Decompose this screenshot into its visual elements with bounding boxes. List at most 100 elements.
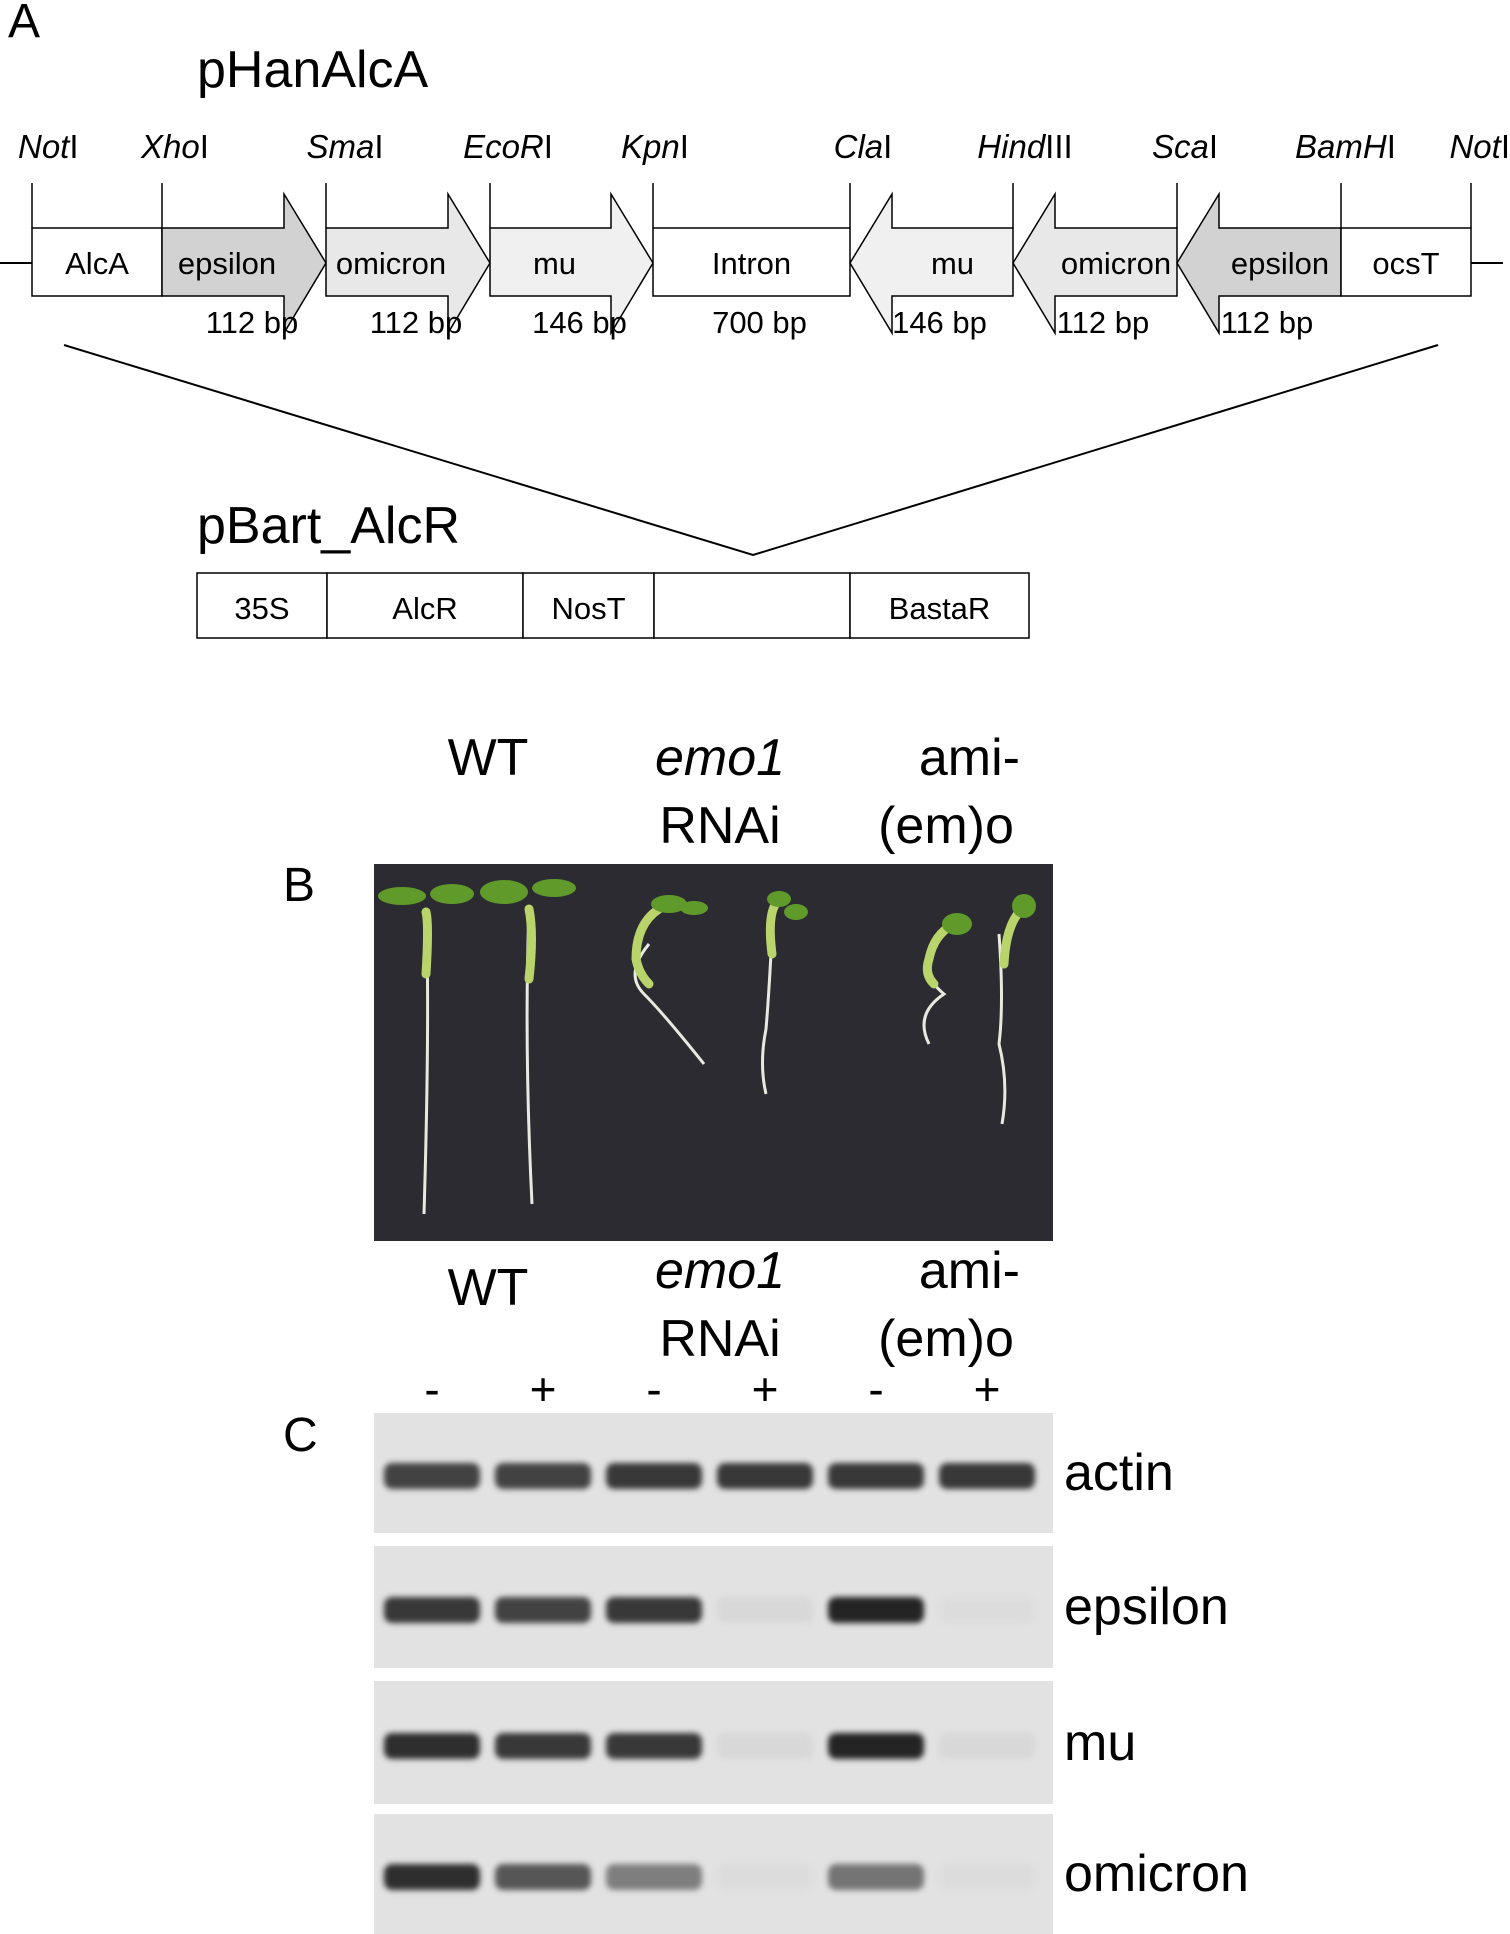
construct-map: AlcA epsilon 112 bp omicron 112 bp mu 146 bp In…: [0, 183, 1503, 639]
segment-size: 146 bp: [532, 305, 627, 340]
gel-band: [384, 1732, 480, 1759]
treatment-sign: -: [646, 1363, 662, 1415]
root: [633, 943, 706, 1065]
segment-label: epsilon: [1231, 246, 1329, 281]
treatment-sign: +: [973, 1363, 1001, 1415]
gel-band: [384, 1597, 480, 1623]
cotyledon: [378, 887, 426, 905]
segment-label: AlcA: [65, 246, 129, 281]
gel-band: [606, 1597, 702, 1623]
enzyme-numeral: I: [1386, 128, 1396, 165]
enzyme-site: NotI: [1410, 128, 1510, 166]
vector-segment-label: 35S: [234, 591, 289, 626]
hypocotyl: [631, 904, 664, 989]
gel-mu: [374, 1681, 1053, 1804]
enzyme-site: SmaI: [295, 128, 395, 166]
gel-label-omicron: omicron: [1064, 1845, 1249, 1903]
enzyme-site: HindIII: [975, 128, 1075, 166]
enzyme-numeral: I: [1208, 128, 1219, 165]
enzyme-numeral: I: [883, 128, 893, 165]
treatment-sign: +: [529, 1363, 557, 1415]
enzyme-site: KpnI: [605, 128, 705, 166]
treatment-sign: +: [751, 1363, 779, 1415]
enzyme-numeral: I: [199, 128, 209, 165]
segment-omicron: [325, 191, 491, 336]
segment-label: mu: [533, 246, 576, 281]
group-label-line2: RNAi: [659, 1310, 781, 1368]
treatment-sign: -: [424, 1363, 440, 1415]
enzyme-numeral: III: [1045, 128, 1073, 165]
segment-size: 112 bp: [206, 305, 299, 340]
gel-band: [939, 1463, 1035, 1489]
enzyme-site: NotI: [18, 128, 118, 166]
gel-band: [828, 1732, 924, 1759]
segment-label: ocsT: [1372, 246, 1439, 281]
group-label-line1: emo1: [654, 729, 786, 787]
vector-title: pBart_AlcR: [197, 497, 460, 555]
segment-label: omicron: [336, 246, 446, 281]
enzyme-name: Hind: [977, 128, 1046, 165]
enzyme-name: Cla: [833, 128, 884, 165]
segment-label: Intron: [712, 246, 791, 281]
enzyme-site: ScaI: [1135, 128, 1235, 166]
gel-band: [939, 1732, 1035, 1759]
root: [997, 933, 1007, 1125]
enzyme-name: Not: [18, 128, 70, 165]
group-label-line1: WT: [447, 1259, 529, 1317]
gel-band: [828, 1597, 924, 1623]
enzyme-name: Sca: [1151, 128, 1209, 165]
segment-size: 112 bp: [370, 305, 463, 340]
hypocotyl: [922, 919, 959, 989]
cotyledon: [680, 901, 708, 915]
enzyme-name: Sma: [306, 128, 375, 165]
group-label-line2: (em)o: [878, 1310, 1014, 1368]
gel-band: [939, 1864, 1035, 1890]
segment-ocst: [1340, 227, 1472, 297]
gel-band: [828, 1463, 924, 1489]
gel-label-actin: actin: [1064, 1444, 1174, 1502]
construct-title: pHanAlcA: [197, 41, 429, 99]
vector-segment: [849, 572, 1030, 639]
gel-band: [495, 1463, 591, 1489]
segment-epsilon: [161, 191, 327, 336]
enzyme-site: EcoRI: [458, 128, 558, 166]
gel-band: [717, 1732, 813, 1759]
segment-size: 112 bp: [1057, 305, 1150, 340]
seedling-photo: [374, 864, 1053, 1241]
panel-a-letter: A: [8, 0, 41, 48]
enzyme-name: Xho: [141, 128, 200, 165]
group-label-line2: RNAi: [659, 797, 781, 855]
enzyme-name: BamH: [1295, 128, 1387, 165]
cotyledon: [480, 880, 528, 904]
cotyledon: [942, 913, 972, 935]
enzyme-numeral: I: [69, 128, 79, 165]
gel-band: [495, 1597, 591, 1623]
cotyledon: [532, 879, 576, 897]
segment-label: omicron: [1061, 246, 1171, 281]
segment-mu: [489, 191, 654, 336]
enzyme-numeral: I: [374, 128, 384, 165]
segment-epsilon: [1176, 191, 1342, 336]
enzyme-numeral: I: [1500, 128, 1510, 165]
gel-band: [939, 1597, 1035, 1623]
cotyledon: [651, 895, 687, 913]
gel-band: [495, 1732, 591, 1759]
group-label-line1: emo1: [654, 1242, 786, 1300]
hypocotyl: [421, 907, 432, 979]
gel-band: [717, 1864, 813, 1890]
gel-band: [606, 1732, 702, 1759]
gel-band: [384, 1864, 480, 1890]
gel-band: [384, 1463, 480, 1489]
vector-segment: [326, 572, 524, 639]
cotyledon: [430, 884, 474, 904]
root: [761, 933, 774, 1095]
gel-band: [828, 1864, 924, 1890]
gel-actin: [374, 1413, 1053, 1533]
group-label-line2: (em)o: [878, 797, 1014, 855]
hypocotyl: [999, 904, 1027, 969]
segment-size: 112 bp: [1221, 305, 1314, 340]
segment-label: epsilon: [178, 246, 276, 281]
enzyme-numeral: I: [543, 128, 553, 165]
gel-epsilon: [374, 1546, 1053, 1668]
gel-band: [606, 1463, 702, 1489]
